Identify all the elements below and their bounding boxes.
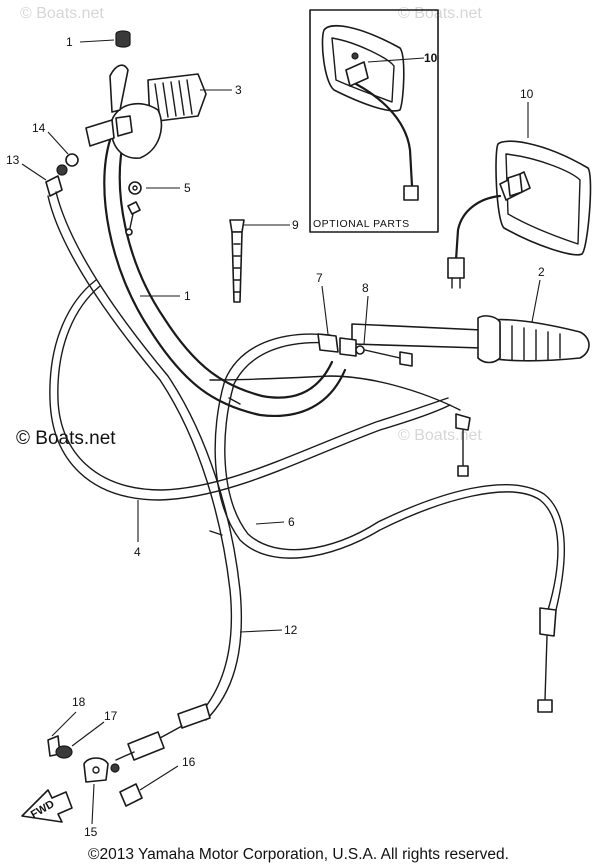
watermark-top-right: © Boats.net: [398, 5, 482, 22]
cable-clamp: [125, 181, 142, 236]
callout-9: 9: [292, 218, 299, 232]
cable-4: [49, 279, 451, 501]
callout-5: 5: [184, 181, 191, 195]
mirror: [447, 140, 592, 289]
callout-13: 13: [6, 153, 20, 167]
throttle-cable-ends: [317, 333, 413, 367]
callout-4: 4: [134, 545, 141, 559]
handlebar: [103, 136, 347, 417]
callout-18: 18: [72, 695, 86, 709]
callout-6: 6: [288, 515, 295, 529]
callout-12: 12: [284, 623, 298, 637]
cable-6-fittings: [455, 413, 557, 713]
cable-tie: [229, 219, 245, 303]
right-grip: [351, 315, 590, 364]
callout-10: 10: [520, 87, 534, 101]
watermark-top-left: © Boats.net: [20, 5, 104, 22]
callout-17: 17: [104, 709, 118, 723]
callout-16: 16: [182, 755, 196, 769]
left-grip-assembly: [85, 64, 207, 159]
copyright-notice: ©2013 Yamaha Motor Corporation, U.S.A. A…: [88, 846, 509, 863]
cable-adjuster: [45, 153, 79, 197]
fwd-arrow: FWD: [21, 789, 73, 823]
callout-2: 2: [538, 265, 545, 279]
callout-10-inset: 10: [424, 51, 438, 65]
cable-6: [209, 333, 565, 611]
callout-7: 7: [316, 271, 323, 285]
callout-1-top: 1: [66, 35, 73, 49]
end-cap: [115, 30, 131, 48]
callout-14: 14: [32, 121, 46, 135]
callout-15: 15: [84, 825, 98, 839]
callout-1-cable: 1: [184, 289, 191, 303]
watermark-middle-right: © Boats.net: [398, 427, 482, 444]
callout-3: 3: [235, 83, 242, 97]
cable-12-fittings: [115, 703, 211, 761]
small-parts-lower: [47, 735, 143, 807]
optional-parts-inset: [309, 9, 439, 233]
callout-8: 8: [362, 281, 369, 295]
cable-12: [47, 191, 243, 721]
callouts: 1 3 14 13 5 9 OPTIONAL PARTS 10 10 1 7 8…: [6, 35, 545, 839]
optional-parts-label: OPTIONAL PARTS: [313, 218, 410, 230]
